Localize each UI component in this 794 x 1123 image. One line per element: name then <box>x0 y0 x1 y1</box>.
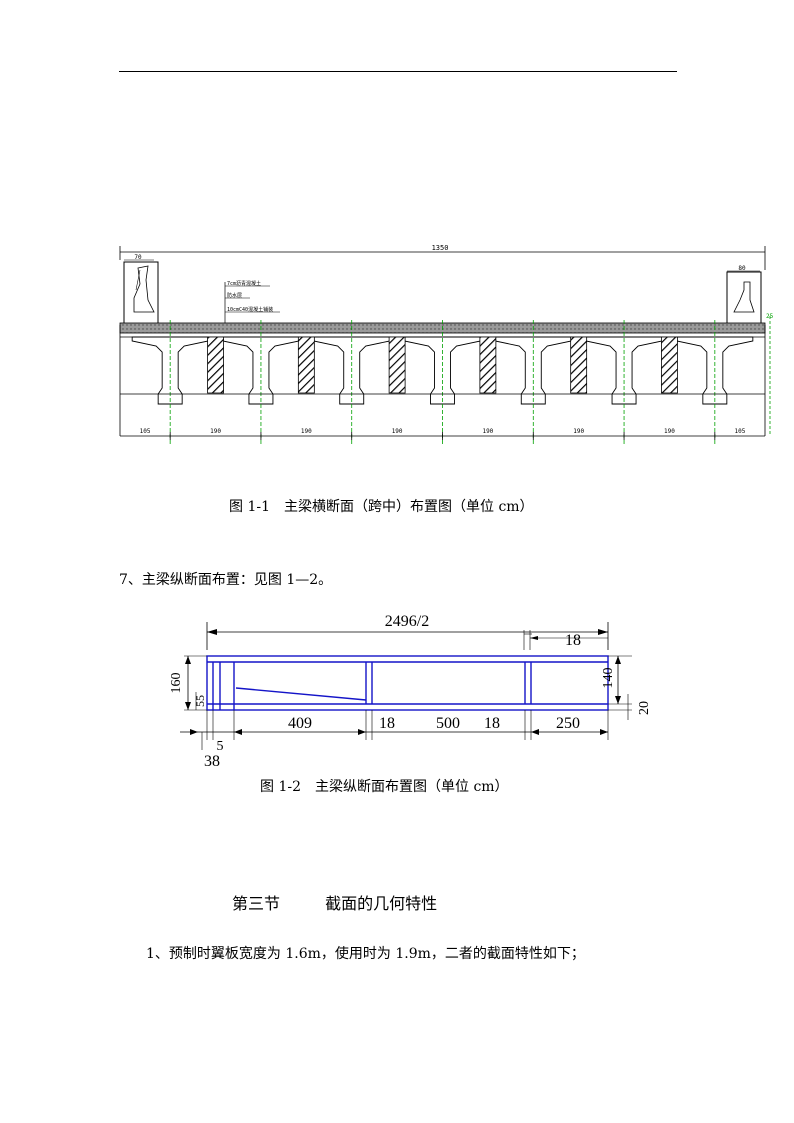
bottom-dimension-group: 105 190 190 190 190 190 190 105 <box>140 428 746 435</box>
bottom-dim-409: 409 <box>288 715 312 732</box>
left-small-dim: 55 <box>193 695 207 707</box>
bottom-dim-250: 250 <box>556 715 580 732</box>
inner-height-dim: 140 <box>601 668 616 689</box>
bottom-dim-5: 5 <box>217 739 224 754</box>
layer-label-waterproof: 防水层 <box>227 292 242 299</box>
left-rail-dim: 70 <box>134 254 142 261</box>
header-rule <box>119 71 677 72</box>
left-guard-rail <box>123 261 159 325</box>
right-rail-dim: 80 <box>738 265 746 272</box>
paragraph-flange-width: 1、预制时翼板宽度为 1.6m，使用时为 1.9m，二者的截面特性如下； <box>146 946 585 962</box>
bottom-dim-18a: 18 <box>379 715 395 732</box>
section-title-text: 截面的几何特性 <box>325 894 438 913</box>
diaphragm <box>388 336 406 394</box>
girder-group <box>120 320 765 446</box>
bottom-dim-label: 190 <box>301 428 312 435</box>
figure-1-2-caption: 图 1-2 主梁纵断面布置图（单位 cm） <box>260 779 509 795</box>
layer-label-concrete: 10cmC40混凝土铺装 <box>227 306 273 313</box>
bottom-slab-dim: 20 <box>637 701 652 715</box>
bottom-dim-500: 500 <box>436 715 460 732</box>
bottom-dim-label: 105 <box>734 428 745 435</box>
figure-1-1-cross-section: 1350 70 80 7cm沥青混凝土 防水层 10cmC40混凝土铺装 25 … <box>119 244 774 446</box>
bottom-dim-label: 190 <box>664 428 675 435</box>
height-dim: 160 <box>170 673 184 694</box>
top-overall-dim: 2496/2 <box>385 613 429 630</box>
bottom-dim-label: 190 <box>210 428 221 435</box>
beam-outline <box>206 655 609 711</box>
diaphragm <box>570 336 588 394</box>
paragraph-longitudinal: 7、主梁纵断面布置：见图 1—2。 <box>119 572 333 588</box>
bottom-dim-label: 190 <box>482 428 493 435</box>
diaphragm <box>661 336 678 394</box>
layer-label-asphalt: 7cm沥青混凝土 <box>227 280 261 287</box>
diaphragm <box>207 336 224 394</box>
section-number: 第三节 <box>232 894 281 913</box>
bottom-dim-label: 190 <box>573 428 584 435</box>
diaphragm <box>297 336 315 394</box>
right-guard-rail <box>726 271 762 325</box>
bottom-dim-label: 105 <box>140 428 151 435</box>
figure-1-1-caption: 图 1-1 主梁横断面（跨中）布置图（单位 cm） <box>229 499 534 515</box>
bottom-dim-38: 38 <box>204 753 220 770</box>
figure-1-2-longitudinal-section: 2496/2 18 160 55 140 20 <box>170 613 652 770</box>
right-top-dim: 18 <box>565 632 581 649</box>
diaphragm <box>479 336 497 394</box>
section-heading: 第三节 截面的几何特性 <box>232 890 437 914</box>
bottom-dim-18b: 18 <box>484 715 500 732</box>
bottom-dim-label: 190 <box>392 428 403 435</box>
right-edge-dim: 25 <box>766 313 774 320</box>
overall-width-dim: 1350 <box>432 244 449 252</box>
